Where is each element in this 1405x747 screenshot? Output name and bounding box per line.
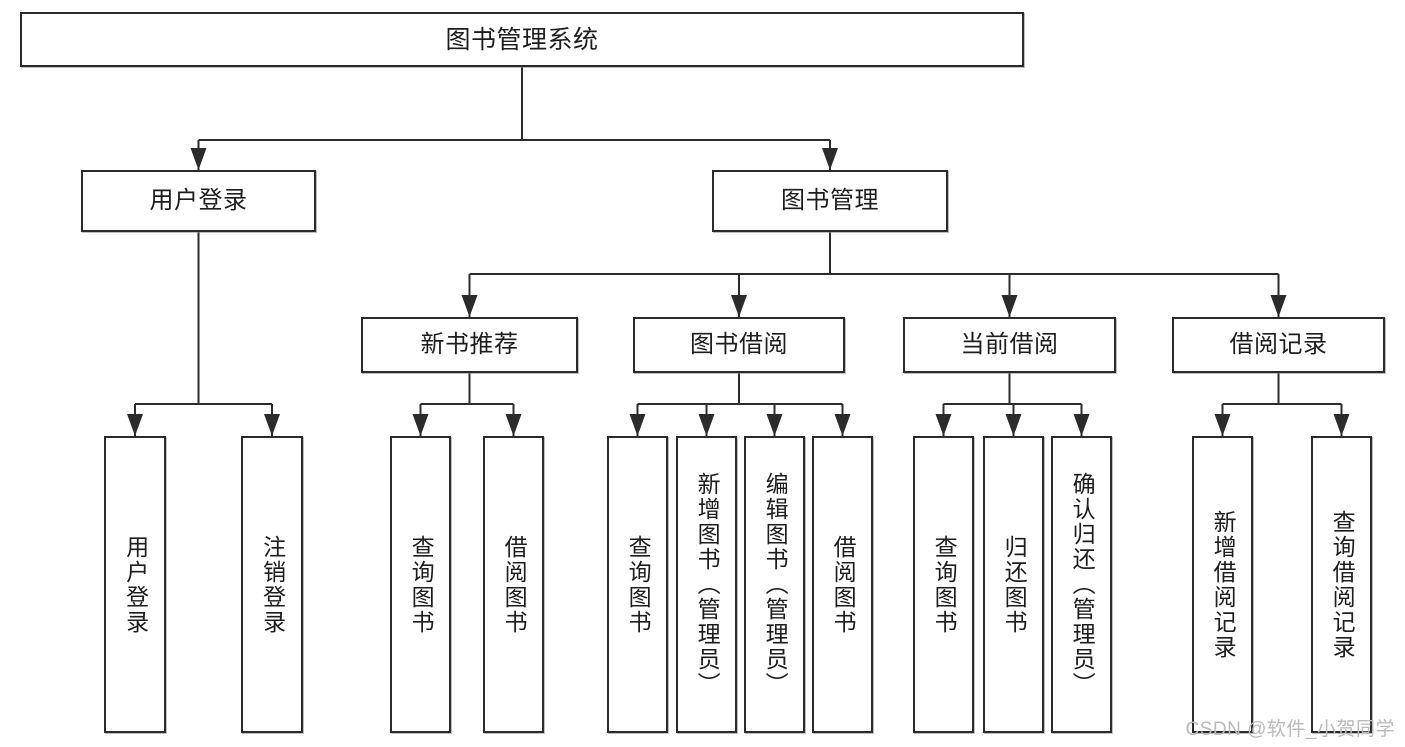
node-root[interactable]: 图书管理系统 <box>20 12 1024 67</box>
arrow-head-icon <box>731 295 747 317</box>
node-label-borrow-record: 借阅记录 <box>1229 330 1328 358</box>
node-label-new-book-rec: 新书推荐 <box>420 330 519 358</box>
node-book-manage[interactable]: 图书管理 <box>712 170 948 232</box>
node-leaf-add-record[interactable]: 新增借阅记录 <box>1192 436 1253 733</box>
node-label-root: 图书管理系统 <box>445 25 599 54</box>
node-label-leaf-query-record: 查询借阅记录 <box>1329 509 1356 660</box>
node-leaf-query-book-1[interactable]: 查询图书 <box>390 436 451 733</box>
arrow-head-icon <box>766 414 783 436</box>
node-leaf-add-book[interactable]: 新增图书（管理员） <box>676 436 737 733</box>
node-label-leaf-edit-book: 编辑图书（管理员） <box>762 472 789 697</box>
node-label-leaf-user-logout: 注销登录 <box>259 534 286 635</box>
node-label-user-login: 用户登录 <box>149 186 248 214</box>
node-leaf-borrow-book-1[interactable]: 借阅图书 <box>483 436 544 733</box>
node-label-leaf-query-book-3: 查询图书 <box>931 534 958 635</box>
arrow-head-icon <box>505 414 522 436</box>
node-label-leaf-return-book: 归还图书 <box>1001 534 1028 635</box>
node-label-leaf-borrow-book-2: 借阅图书 <box>830 534 857 635</box>
node-leaf-query-book-3[interactable]: 查询图书 <box>913 436 974 733</box>
arrow-head-icon <box>127 414 143 436</box>
arrow-head-icon <box>834 414 851 436</box>
node-label-leaf-query-book-2: 查询图书 <box>625 534 652 635</box>
arrow-head-icon <box>1214 414 1231 436</box>
arrow-head-icon <box>822 148 838 170</box>
node-leaf-confirm-return[interactable]: 确认归还（管理员） <box>1051 436 1112 733</box>
node-leaf-query-book-2[interactable]: 查询图书 <box>607 436 668 733</box>
node-label-leaf-borrow-book-1: 借阅图书 <box>501 534 528 635</box>
arrow-head-icon <box>1333 414 1350 436</box>
node-book-borrow[interactable]: 图书借阅 <box>633 317 845 373</box>
arrow-head-icon <box>190 148 207 170</box>
node-leaf-query-record[interactable]: 查询借阅记录 <box>1311 436 1372 733</box>
node-label-current-borrow: 当前借阅 <box>960 330 1059 358</box>
node-user-login[interactable]: 用户登录 <box>81 170 316 232</box>
node-label-book-borrow: 图书借阅 <box>690 330 788 358</box>
arrow-head-icon <box>1005 414 1022 436</box>
node-label-leaf-add-record: 新增借阅记录 <box>1210 509 1237 660</box>
arrow-head-icon <box>461 295 478 317</box>
node-leaf-user-login[interactable]: 用户登录 <box>104 436 166 733</box>
arrow-head-icon <box>698 414 715 436</box>
arrow-head-icon <box>935 414 952 436</box>
arrow-head-icon <box>264 414 280 436</box>
node-current-borrow[interactable]: 当前借阅 <box>903 317 1116 373</box>
node-leaf-user-logout[interactable]: 注销登录 <box>241 436 303 733</box>
node-leaf-edit-book[interactable]: 编辑图书（管理员） <box>744 436 805 733</box>
node-label-leaf-user-login: 用户登录 <box>122 534 149 635</box>
arrow-head-icon <box>1073 414 1090 436</box>
arrow-head-icon <box>629 414 646 436</box>
node-label-leaf-query-book-1: 查询图书 <box>408 534 435 635</box>
arrow-head-icon <box>412 414 429 436</box>
node-label-leaf-confirm-return: 确认归还（管理员） <box>1069 472 1096 697</box>
node-label-book-manage: 图书管理 <box>781 186 879 214</box>
node-new-book-rec[interactable]: 新书推荐 <box>361 317 578 373</box>
arrow-head-icon <box>1270 295 1287 317</box>
node-leaf-return-book[interactable]: 归还图书 <box>983 436 1044 733</box>
node-leaf-borrow-book-2[interactable]: 借阅图书 <box>812 436 873 733</box>
node-borrow-record[interactable]: 借阅记录 <box>1172 317 1385 373</box>
arrow-head-icon <box>1001 295 1018 317</box>
node-label-leaf-add-book: 新增图书（管理员） <box>694 472 721 697</box>
